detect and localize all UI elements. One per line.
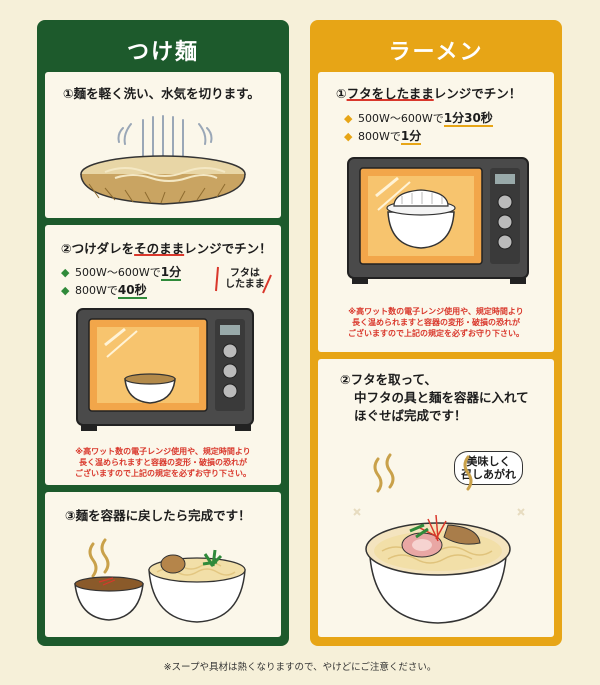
noodle-sieve-icon	[80, 115, 246, 205]
tsukemen-spec-500w: ◆500W～600Wで1分	[61, 265, 182, 281]
tsukemen-step3-card: ③麺を容器に戻したら完成です！	[45, 492, 281, 637]
tsukemen-step2-card: ②つけダレをそのままレンジでチン！ ◆500W～600Wで1分 ◆800Wで40…	[45, 225, 281, 485]
tsukemen-step1-card: ①麺を軽く洗い、水気を切ります。	[45, 72, 281, 218]
ramen-spec-800w: ◆800Wで1分	[344, 129, 422, 145]
ramen-step1-card: ①フタをしたままレンジでチン！ ◆500W～600Wで1分30秒 ◆800Wで1…	[318, 72, 554, 352]
tsukemen-step3-text: ③麺を容器に戻したら完成です！	[65, 508, 251, 523]
enjoy-bubble: 美味しく 召しあがれ	[454, 451, 523, 485]
microwave-icon	[76, 308, 254, 431]
ramen-warning: ※高ワット数の電子レンジ使用や、規定時間より 長く温められますと容器の変形・破損…	[348, 307, 524, 338]
note-strokes-icon	[215, 266, 272, 294]
ramen-bowl-icon	[353, 453, 525, 624]
tsukemen-step1-text: ①麺を軽く洗い、水気を切ります。	[63, 86, 260, 101]
ramen-spec-500w: ◆500W～600Wで1分30秒	[344, 111, 493, 127]
ramen-step1-text: ①フタをしたままレンジでチン！	[336, 86, 522, 101]
tsukemen-warning: ※高ワット数の電子レンジ使用や、規定時間より 長く温められますと容器の変形・破損…	[75, 447, 251, 478]
ramen-step2-card: ②フタを取って、 中フタの具と麺を容器に入れて ほぐせば完成です！ 美味しく 召…	[318, 359, 554, 637]
microwave-icon	[347, 157, 529, 284]
tsukemen-title: つけ麺	[126, 40, 199, 65]
tsukemen-spec-800w: ◆800Wで40秒	[61, 283, 147, 299]
footer-note: ※スープや具材は熱くなりますので、やけどにご注意ください。	[163, 662, 437, 673]
ramen-step2-text: ②フタを取って、 中フタの具と麺を容器に入れて ほぐせば完成です！	[340, 372, 529, 423]
lid-note: フタは したまま	[225, 268, 265, 290]
tsukemen-bowls-icon	[74, 538, 246, 623]
ramen-title: ラーメン	[388, 40, 484, 65]
tsukemen-step2-text: ②つけダレをそのままレンジでチン！	[61, 241, 272, 256]
